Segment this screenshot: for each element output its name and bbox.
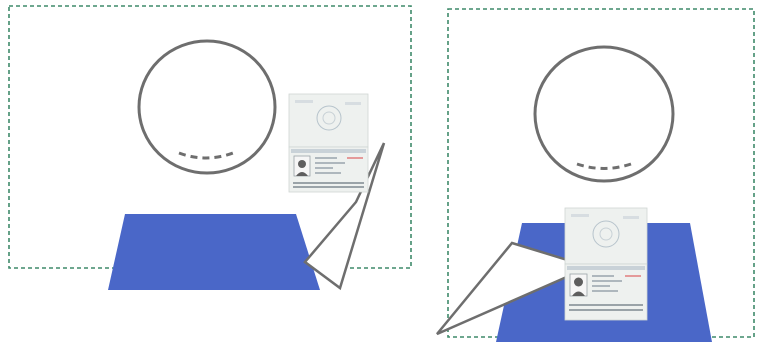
head-outline-left xyxy=(139,41,275,173)
left-panel xyxy=(9,6,411,290)
right-panel xyxy=(437,9,754,342)
passport-right xyxy=(565,208,647,320)
shirt-left xyxy=(108,214,320,290)
head-outline-right xyxy=(535,47,673,181)
passport-left xyxy=(289,94,368,192)
